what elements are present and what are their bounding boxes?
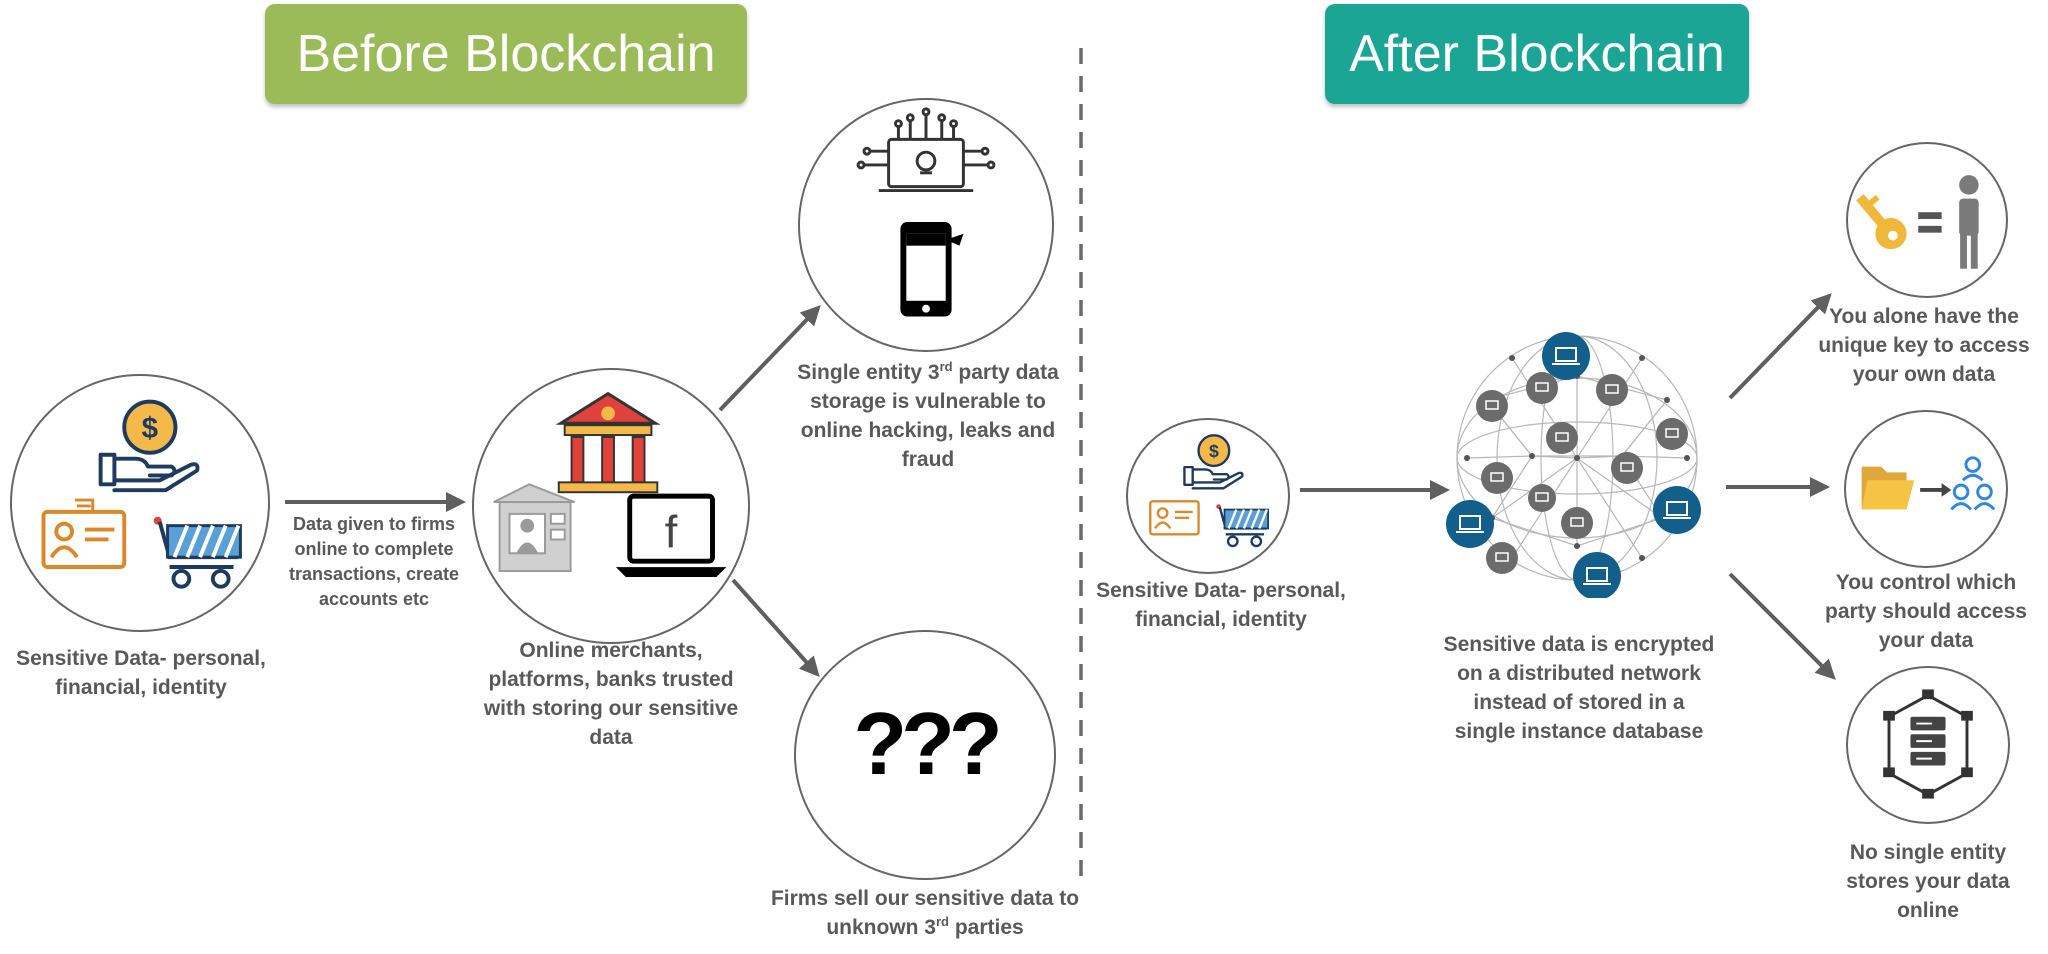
laptop-facebook-icon: f <box>615 493 727 577</box>
dollar-coin-icon: $ <box>1197 434 1231 468</box>
arrow-to-sell <box>731 578 820 677</box>
firms-sell-caption: Firms sell our sensitive data to unknown… <box>770 887 1080 939</box>
gray-node-group <box>1476 372 1688 574</box>
vulnerable-storage-caption: Single entity 3rd party data storage is … <box>797 359 1059 471</box>
id-card-icon <box>1149 500 1200 536</box>
bank-icon <box>555 391 661 494</box>
people-group-icon <box>1950 456 1996 511</box>
server-network-icon <box>1883 689 1973 799</box>
control-access-circle <box>1844 410 2008 568</box>
shopping-cart-icon <box>153 516 242 589</box>
hacking-circle <box>798 98 1054 352</box>
question-marks-icon: ??? <box>853 694 1002 793</box>
svg-text:f: f <box>665 506 678 557</box>
control-access-caption: You control which party should access yo… <box>1825 571 2027 652</box>
key-icon <box>1856 194 1907 250</box>
unique-key-caption: You alone have the unique key to access … <box>1818 305 2030 386</box>
arrow-to-key <box>1728 293 1832 400</box>
hand-icon <box>98 452 200 493</box>
distributed-network-caption: Sensitive data is encrypted on a distrib… <box>1443 633 1715 743</box>
arrow-right-icon <box>1920 483 1952 497</box>
blue-node-group <box>1446 332 1701 598</box>
person-icon <box>1959 175 1979 269</box>
after-sensitive-data-caption: Sensitive Data- personal, financial, ide… <box>1096 579 1346 631</box>
equals-icon <box>1918 212 1942 233</box>
arrow-to-nosingle <box>1728 572 1836 680</box>
arrow-to-vulnerable <box>718 305 821 412</box>
after-sensitive-data-circle: $ <box>1126 418 1290 574</box>
id-card-icon <box>41 498 127 569</box>
unknown-parties-circle: ??? <box>794 630 1056 880</box>
no-single-entity-circle <box>1846 666 2010 824</box>
svg-text:$: $ <box>1209 441 1219 461</box>
online-merchants-circle: f <box>472 368 750 644</box>
before-blockchain-banner: Before Blockchain <box>265 4 747 104</box>
data-given-caption: Data given to firms online to complete t… <box>288 514 460 609</box>
network-sphere-icon <box>1446 332 1701 598</box>
after-blockchain-banner: After Blockchain <box>1325 4 1749 104</box>
dollar-coin-icon: $ <box>122 399 178 455</box>
svg-text:$: $ <box>142 412 158 445</box>
shopping-cart-icon <box>1216 504 1269 548</box>
kiosk-icon <box>493 483 575 573</box>
online-merchants-caption: Online merchants, platforms, banks trust… <box>483 639 739 749</box>
unique-key-circle <box>1846 142 2008 298</box>
sensitive-data-caption: Sensitive Data- personal, financial, ide… <box>16 647 266 699</box>
thief-phone-icon <box>900 222 964 317</box>
folder-icon <box>1861 466 1915 510</box>
hacker-circuit-icon <box>856 107 996 193</box>
hand-icon <box>1183 465 1244 490</box>
no-single-entity-caption: No single entity stores your data online <box>1846 841 2010 922</box>
sensitive-data-circle: $ <box>10 374 270 632</box>
